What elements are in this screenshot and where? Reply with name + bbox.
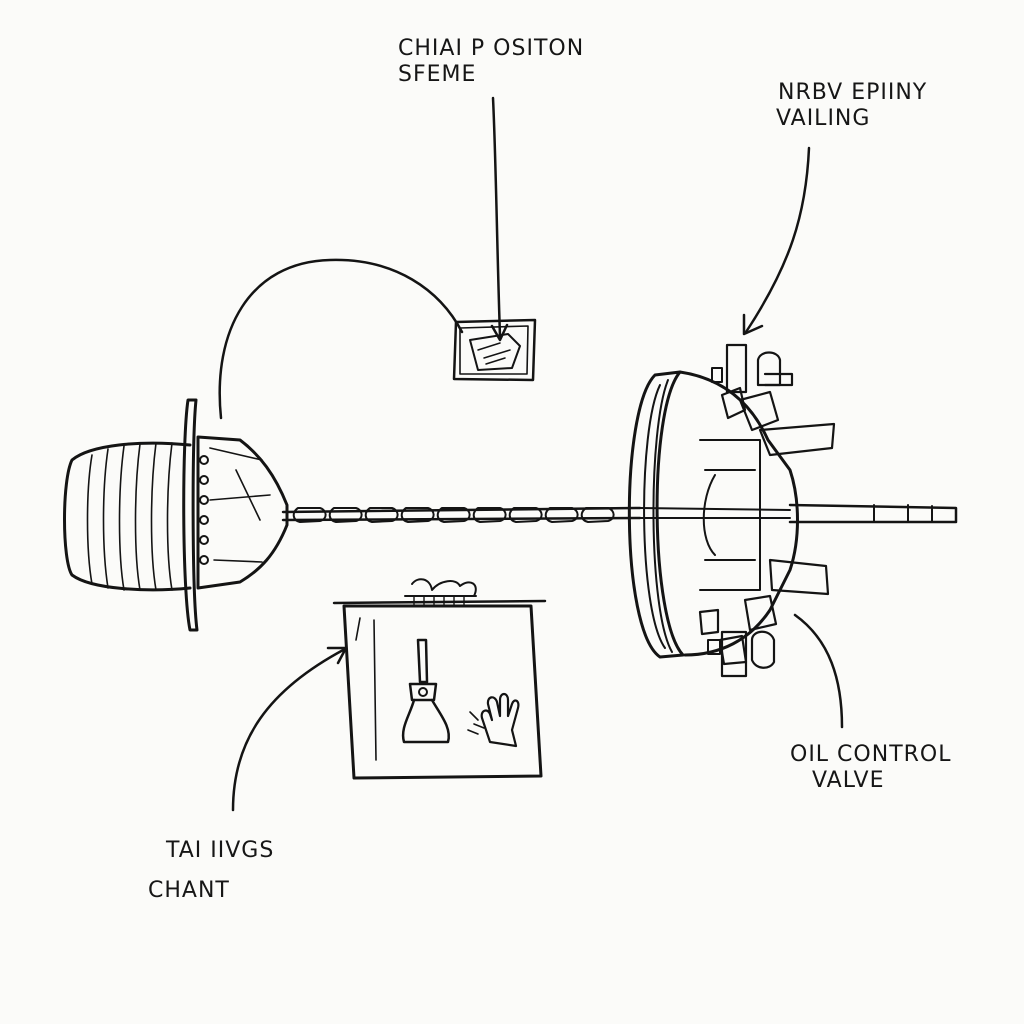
sensor-box-icon xyxy=(452,318,537,382)
cam-phaser-icon xyxy=(627,343,958,678)
valve-leader-arrow xyxy=(744,146,811,334)
hand-icon xyxy=(467,692,520,748)
oil-valve-leader xyxy=(793,613,844,729)
variable-valve-label-line2: VAILING xyxy=(776,106,871,131)
wrench-icon xyxy=(401,638,451,744)
variable-valve-label-line1: NRBV EPIINY xyxy=(778,80,928,105)
chain-position-sensor-label-line2: SFEME xyxy=(398,62,477,87)
leader-lines xyxy=(218,96,844,812)
timing-chain-label-line2: CHANT xyxy=(148,878,230,903)
chain-leader-arrow xyxy=(231,647,347,812)
oil-control-valve-label-line1: OIL CONTROL xyxy=(790,742,952,767)
timing-chain-label-line1: TAI IIVGS xyxy=(166,838,275,863)
tool-panel-icon xyxy=(332,578,547,780)
chain-icon xyxy=(281,506,642,523)
crank-sprocket-icon xyxy=(63,398,289,632)
chain-position-sensor-label-line1: CHIAI P OSITON xyxy=(398,36,585,61)
sensor-leader-arrow xyxy=(491,96,502,338)
oil-control-valve-label-line2: VALVE xyxy=(812,768,885,793)
valve-arrowhead xyxy=(742,313,764,336)
sensor-arc-wire xyxy=(218,258,464,420)
sensor-arrowhead xyxy=(490,323,509,342)
